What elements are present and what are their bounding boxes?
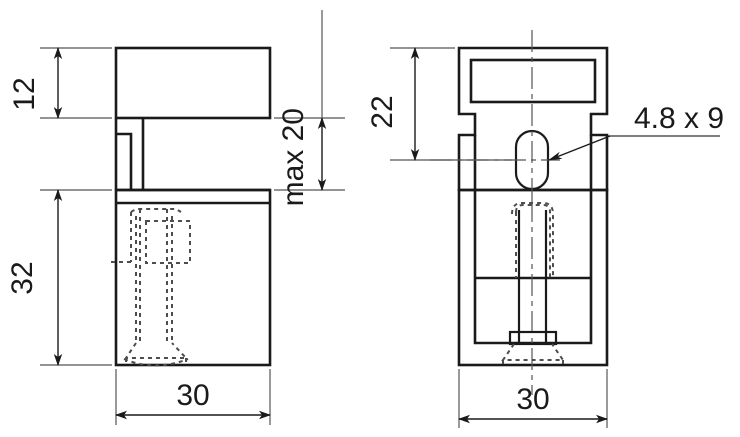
dim-32-extension-lines [40, 189, 112, 366]
front-view-center-lines [430, 30, 560, 395]
front-view-group [430, 30, 609, 395]
front-view-head-outline [457, 46, 609, 192]
front-view-hidden-features [501, 202, 565, 365]
front-view-dimensions: 22 30 4.8 x 9 [366, 47, 724, 428]
side-view-spine-outline [114, 118, 145, 190]
slot-callout-leader-arrow [548, 135, 611, 161]
side-view-hidden-features [108, 208, 191, 367]
side-view-lip-notch [116, 132, 133, 190]
dim-22-value: 22 [366, 95, 399, 128]
dim-12-extension-lines [40, 47, 112, 119]
dim-max20-value: max 20 [277, 108, 310, 206]
side-view-group [108, 46, 272, 367]
front-view-top-window [469, 58, 597, 104]
side-view-body-block [114, 188, 272, 367]
front-view-stud-outline [517, 210, 548, 343]
side-view-top-block [114, 46, 272, 120]
dim-12-value: 12 [8, 77, 41, 110]
dim-30-right-value: 30 [516, 383, 549, 416]
side-view-dimensions: 12 32 max 20 30 [6, 10, 345, 425]
dim-30-left-value: 30 [176, 379, 209, 412]
dim-max20-extension-lines [274, 117, 345, 191]
front-view-inner-recess-walls [473, 190, 593, 345]
slot-callout-value: 4.8 x 9 [634, 102, 724, 135]
dim-22-extension-lines [390, 47, 512, 161]
dim-32-value: 32 [6, 261, 39, 294]
side-view-base-top-band [116, 188, 270, 205]
front-view-stud-foot [508, 330, 558, 346]
